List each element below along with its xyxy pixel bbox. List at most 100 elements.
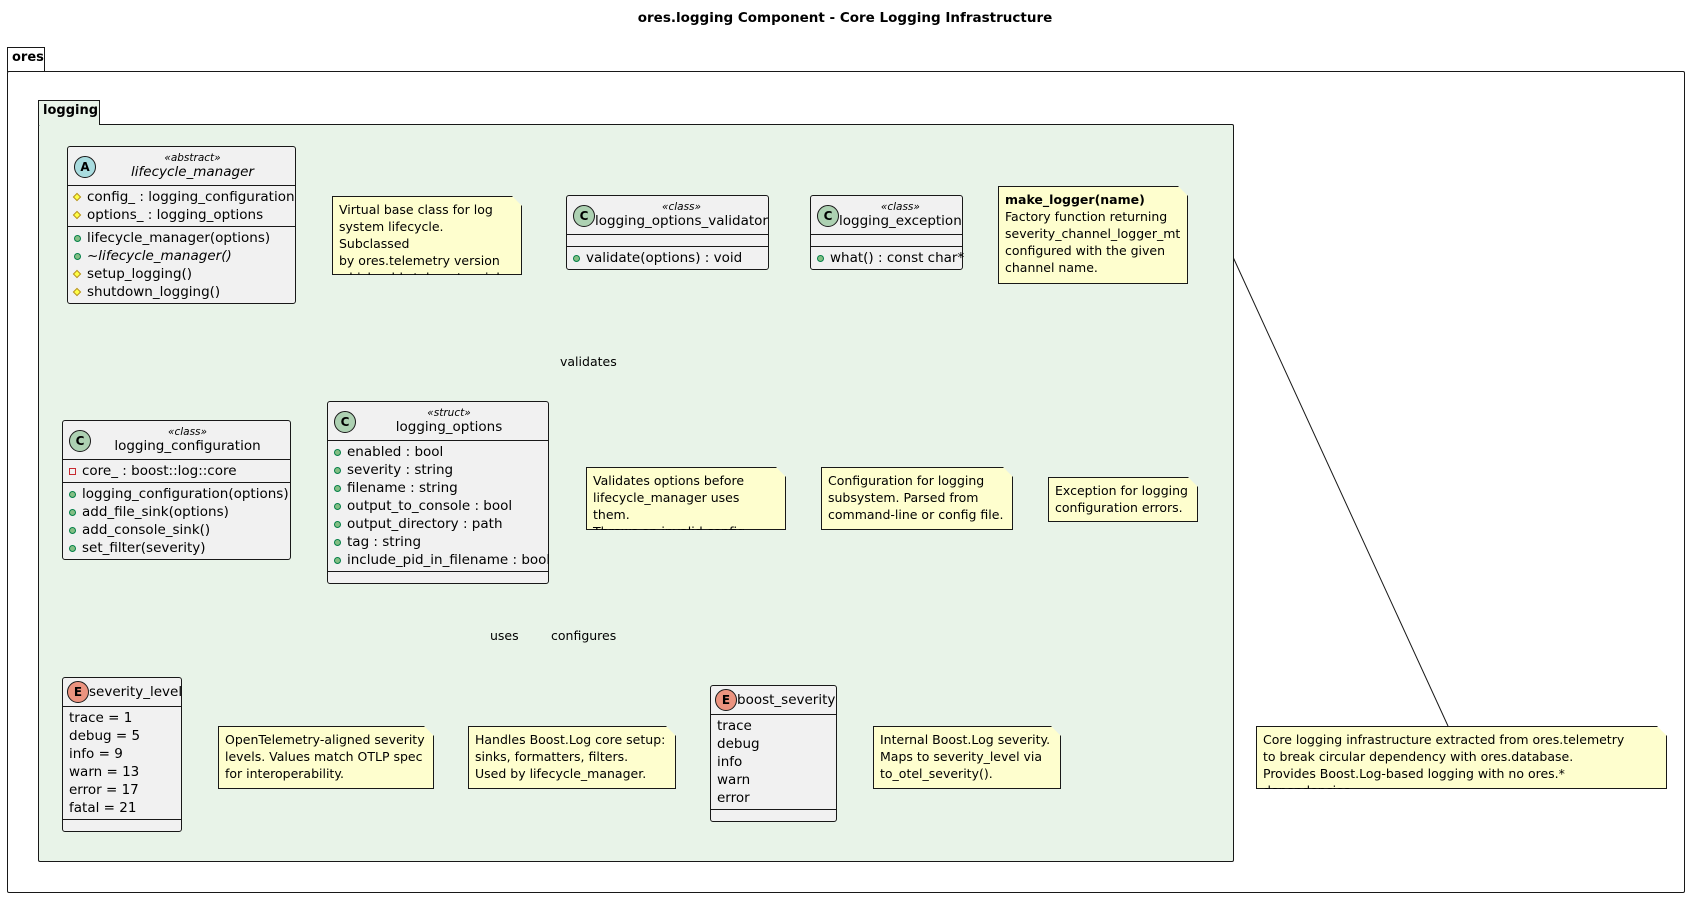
enum-value: info bbox=[717, 754, 743, 770]
note-logging-exception: Exception for logging configuration erro… bbox=[1048, 477, 1198, 522]
enum-severity-level[interactable]: E severity_level trace = 1 debug = 5 inf… bbox=[62, 677, 182, 832]
public-icon bbox=[74, 252, 81, 260]
class-header: C «class» logging_exception bbox=[811, 196, 962, 235]
note-validator: Validates options before lifecycle_manag… bbox=[586, 467, 786, 530]
public-icon bbox=[69, 508, 76, 516]
field-row: enabled : bool bbox=[334, 443, 542, 461]
protected-icon bbox=[72, 210, 82, 220]
edge-label-configures: configures bbox=[551, 628, 617, 643]
enum-methods bbox=[711, 810, 836, 821]
class-header: C «class» logging_options_validator bbox=[567, 196, 768, 235]
method-text: shutdown_logging() bbox=[87, 284, 221, 300]
note-lifecycle-manager: Virtual base class for log system lifecy… bbox=[332, 196, 522, 275]
enum-value: trace = 1 bbox=[69, 710, 133, 726]
class-header: A «abstract» lifecycle_manager bbox=[68, 147, 295, 186]
field-text: tag : string bbox=[347, 534, 422, 550]
class-logging-exception[interactable]: C «class» logging_exception what() : con… bbox=[810, 195, 964, 270]
method-row: shutdown_logging() bbox=[72, 283, 289, 301]
public-icon bbox=[69, 544, 76, 552]
class-stereotype: «class» bbox=[661, 201, 701, 213]
field-row: include_pid_in_filename : bool bbox=[334, 551, 550, 569]
field-text: include_pid_in_filename : bool bbox=[347, 552, 551, 568]
public-icon bbox=[334, 520, 341, 528]
enum-header: E severity_level bbox=[63, 678, 182, 707]
class-icon: C bbox=[817, 204, 839, 227]
field-text: output_directory : path bbox=[347, 516, 503, 532]
note-title: make_logger(name) bbox=[1005, 192, 1145, 207]
field-row: output_to_console : bool bbox=[334, 497, 542, 515]
class-name: logging_exception bbox=[839, 213, 962, 229]
note-body: Factory function returning severity_chan… bbox=[1005, 209, 1181, 275]
class-logging-configuration[interactable]: C «class» logging_configuration core_ : … bbox=[62, 420, 291, 560]
public-icon bbox=[334, 448, 341, 456]
enum-icon: E bbox=[67, 681, 89, 703]
method-text: lifecycle_manager(options) bbox=[87, 230, 271, 246]
enum-value: fatal = 21 bbox=[69, 800, 137, 816]
methods-section: validate(options) : void bbox=[567, 247, 768, 269]
methods-section bbox=[328, 572, 548, 583]
abstract-icon: A bbox=[74, 155, 96, 178]
enum-header: E boost_severity bbox=[711, 686, 836, 715]
enum-boost-severity[interactable]: E boost_severity trace debug info warn e… bbox=[710, 685, 837, 822]
public-icon bbox=[69, 526, 76, 534]
note-boost-severity: Internal Boost.Log severity. Maps to sev… bbox=[873, 726, 1061, 789]
enum-name: boost_severity bbox=[737, 691, 836, 708]
public-icon bbox=[334, 556, 341, 564]
fields-section bbox=[567, 235, 768, 247]
field-text: severity : string bbox=[347, 462, 454, 478]
class-lifecycle-manager[interactable]: A «abstract» lifecycle_manager config_ :… bbox=[67, 146, 296, 304]
note-package: Core logging infrastructure extracted fr… bbox=[1256, 726, 1667, 789]
public-icon bbox=[334, 466, 341, 474]
method-text: set_filter(severity) bbox=[82, 540, 206, 556]
method-text: validate(options) : void bbox=[586, 250, 743, 266]
private-icon bbox=[69, 467, 76, 475]
note-make-logger: make_logger(name) Factory function return… bbox=[998, 186, 1188, 284]
field-text: filename : string bbox=[347, 480, 458, 496]
method-text: add_console_sink() bbox=[82, 522, 211, 538]
class-name: logging_configuration bbox=[114, 438, 261, 454]
class-header: C «class» logging_configuration bbox=[63, 421, 290, 460]
enum-values: trace = 1 debug = 5 info = 9 warn = 13 e… bbox=[63, 707, 181, 820]
diagram-title: ores.logging Component - Core Logging In… bbox=[637, 10, 1053, 26]
package-tab-logging: logging bbox=[38, 100, 100, 125]
class-stereotype: «class» bbox=[167, 426, 208, 438]
class-icon: C bbox=[69, 429, 91, 452]
field-row: filename : string bbox=[334, 479, 542, 497]
field-text: enabled : bool bbox=[347, 444, 444, 460]
method-row: what() : const char* bbox=[817, 249, 964, 267]
protected-icon bbox=[72, 269, 82, 279]
method-row: lifecycle_manager(options) bbox=[74, 229, 289, 247]
method-row: logging_configuration(options) bbox=[69, 485, 289, 503]
public-icon bbox=[69, 490, 76, 498]
class-name: logging_options bbox=[395, 419, 503, 435]
public-icon bbox=[817, 254, 824, 262]
fields-section bbox=[811, 235, 962, 247]
fields-section: config_ : logging_configuration options_… bbox=[68, 186, 295, 227]
methods-section: what() : const char* bbox=[811, 247, 964, 269]
class-logging-options-validator[interactable]: C «class» logging_options_validator vali… bbox=[566, 195, 769, 270]
method-text: what() : const char* bbox=[830, 250, 965, 266]
class-icon: C bbox=[573, 204, 595, 227]
package-ores bbox=[7, 71, 1685, 893]
enum-value: info = 9 bbox=[69, 746, 123, 762]
public-icon bbox=[573, 254, 580, 262]
fields-section: enabled : bool severity : string filenam… bbox=[328, 441, 550, 572]
field-row: core_ : boost::log::core bbox=[69, 462, 284, 480]
method-row: setup_logging() bbox=[72, 265, 289, 283]
method-row: add_file_sink(options) bbox=[69, 503, 284, 521]
enum-value: trace bbox=[717, 718, 752, 734]
field-text: options_ : logging_options bbox=[87, 207, 264, 223]
field-text: config_ : logging_configuration bbox=[87, 189, 295, 205]
edge-label-validates: validates bbox=[560, 354, 617, 369]
enum-value: warn = 13 bbox=[69, 764, 140, 780]
class-header: C «struct» logging_options bbox=[328, 402, 548, 441]
method-row: set_filter(severity) bbox=[69, 539, 284, 557]
method-row: add_console_sink() bbox=[69, 521, 284, 539]
public-icon bbox=[334, 484, 341, 492]
fields-section: core_ : boost::log::core bbox=[63, 460, 290, 483]
field-row: severity : string bbox=[334, 461, 542, 479]
class-logging-options[interactable]: C «struct» logging_options enabled : boo… bbox=[327, 401, 550, 584]
edge-label-uses: uses bbox=[490, 628, 519, 643]
class-icon: C bbox=[334, 410, 356, 433]
protected-icon bbox=[72, 192, 82, 202]
